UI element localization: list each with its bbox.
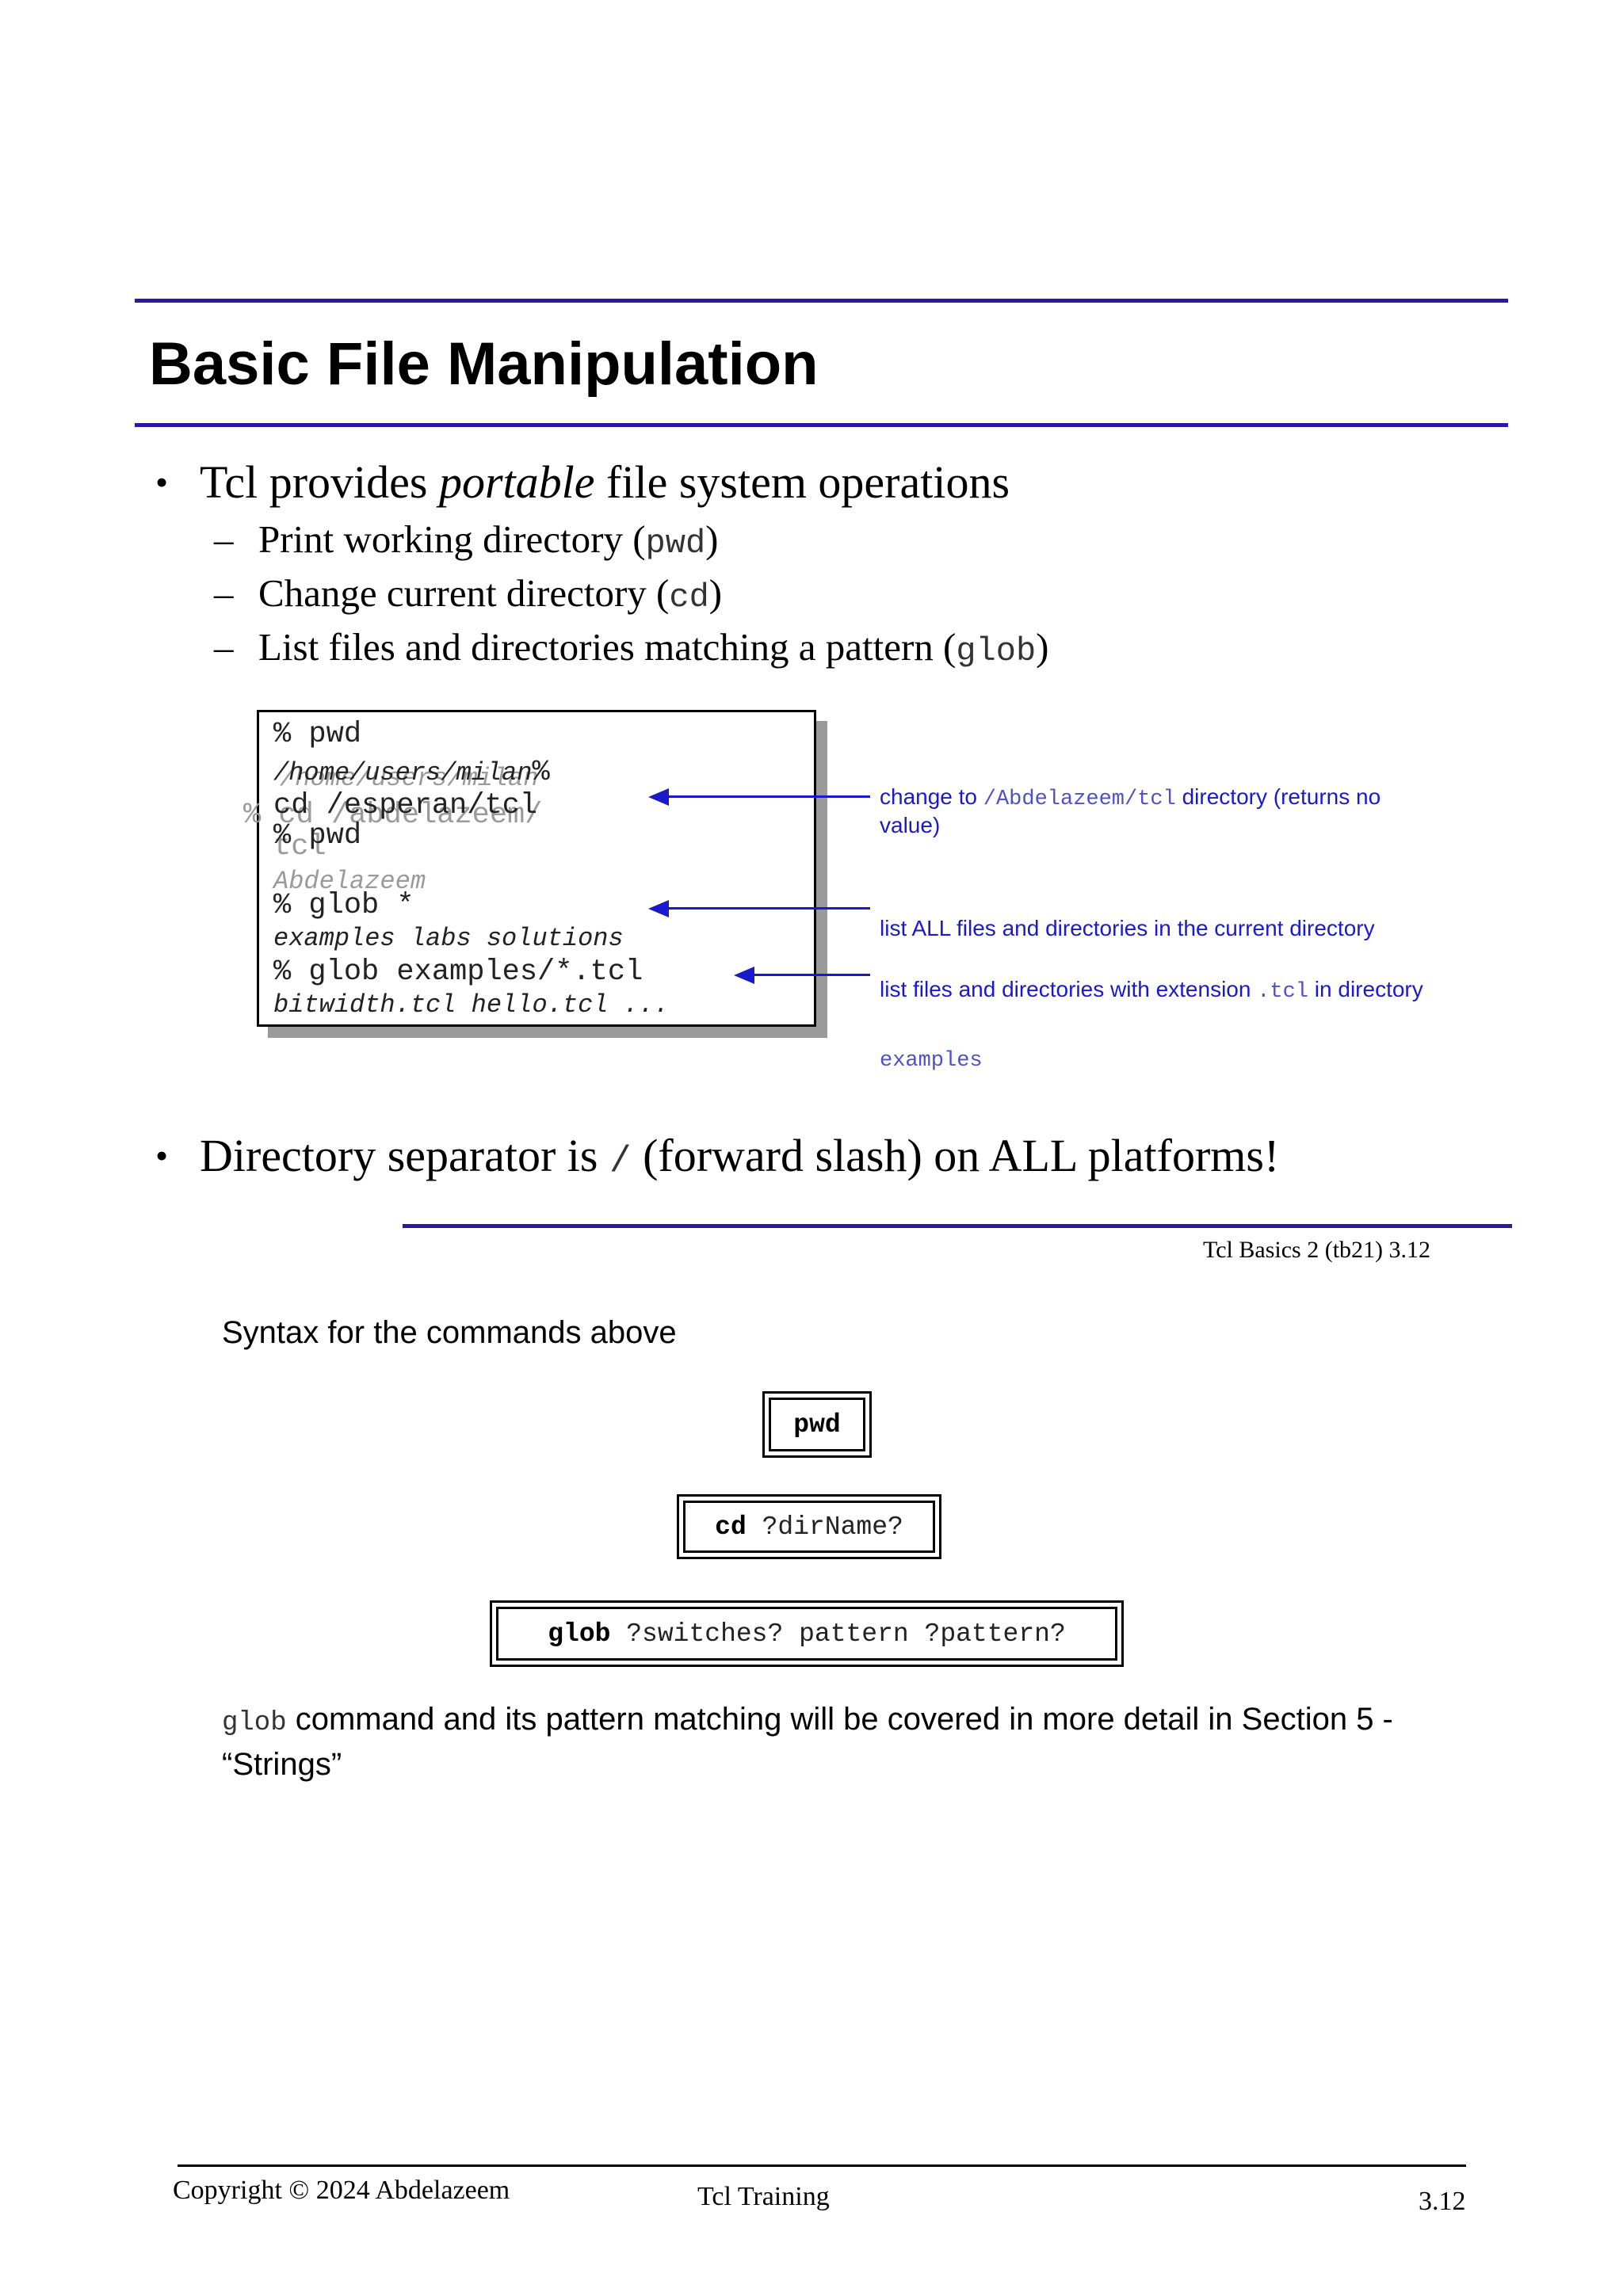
bullet-marker: • — [155, 1135, 169, 1176]
glob-note-code: glob — [222, 1708, 287, 1738]
console-ghost-line: % cd /abdelazeem/ — [243, 799, 543, 832]
sub-marker: – — [214, 625, 234, 669]
sub-bullet-text: List files and directories matching a pa… — [258, 625, 957, 669]
console-command: cd /esperan/tcl — [273, 789, 538, 822]
footer-page: 3.12 — [1419, 2187, 1466, 2216]
sub-bullet-close: ) — [1036, 625, 1049, 669]
annotation-arrow — [751, 974, 870, 976]
syntax-box-pwd: pwd — [762, 1391, 872, 1458]
console-ghost-line: Abdelazeem — [273, 867, 426, 896]
note-code: .tcl — [1257, 980, 1309, 1004]
syntax-heading: Syntax for the commands above — [222, 1315, 677, 1350]
console-command: % glob * — [273, 889, 414, 922]
title-bottom-rule — [135, 423, 1508, 427]
annotation-glob-tcl: list files and directories with extensio… — [880, 975, 1423, 1006]
footer-center: Tcl Training — [697, 2182, 830, 2211]
bullet-emphasis: portable — [438, 456, 595, 508]
syntax-keyword: cd — [715, 1512, 747, 1542]
arrowhead-icon — [648, 900, 669, 917]
arrowhead-icon — [734, 967, 754, 984]
bullet-text-tail: (forward slash) on ALL platforms! — [631, 1130, 1280, 1181]
note-text: list files and directories with extensio… — [880, 977, 1258, 1001]
note-code: /Abdelazeem/tcl — [983, 788, 1176, 811]
bullet-text: Directory separator is — [200, 1130, 609, 1181]
annotation-glob-all: list ALL files and directories in the cu… — [880, 916, 1375, 940]
inline-code: / — [609, 1141, 632, 1182]
page-title: Basic File Manipulation — [149, 330, 819, 398]
sub-marker: – — [214, 517, 234, 561]
syntax-keyword: pwd — [793, 1409, 841, 1440]
console-output: bitwidth.tcl hello.tcl ... — [273, 990, 670, 1020]
syntax-args: ?dirName? — [746, 1512, 903, 1542]
slide-label: Tcl Basics 2 (tb21) 3.12 — [1203, 1237, 1431, 1263]
bullet-portable-ops: Tcl provides portable file system operat… — [200, 455, 1010, 510]
inline-code: cd — [669, 578, 709, 616]
console-output: examples labs solutions — [273, 924, 624, 953]
note-text: change to — [880, 784, 983, 809]
annotation-arrow — [666, 795, 870, 798]
note-text: directory (returns no — [1175, 784, 1381, 809]
sub-bullet-glob: List files and directories matching a pa… — [258, 623, 1048, 676]
bullet-text: Tcl provides — [200, 456, 439, 508]
bullet-text-tail: file system operations — [594, 456, 1010, 508]
annotation-cd-line2: value) — [880, 813, 941, 837]
console-ghost-line: tcl — [273, 830, 327, 864]
syntax-keyword: glob — [548, 1619, 611, 1649]
syntax-box-cd: cd ?dirName? — [677, 1494, 941, 1559]
console-command: % pwd — [273, 718, 362, 751]
sub-bullet-text: Print working directory ( — [258, 517, 646, 561]
inline-code: pwd — [645, 524, 706, 563]
note-code: examples — [880, 1049, 983, 1073]
footer-rule — [178, 2164, 1466, 2167]
console-command: % pwd — [273, 819, 362, 852]
annotation-cd: change to /Abdelazeem/tcl directory (ret… — [880, 783, 1381, 814]
annotation-arrow — [666, 907, 870, 910]
console-output-text: /home/users/milan — [273, 758, 533, 788]
syntax-args: ?switches? pattern ?pattern? — [610, 1619, 1066, 1649]
title-top-rule — [135, 299, 1508, 303]
sub-bullet-cd: Change current directory (cd) — [258, 569, 722, 622]
inline-code: glob — [956, 632, 1037, 670]
sub-bullet-pwd: Print working directory (pwd) — [258, 515, 719, 568]
console-box: /home/users/milan % cd /abdelazeem/ tcl … — [243, 710, 816, 1027]
sub-bullet-close: ) — [705, 517, 719, 561]
console-ghost-line: /home/users/milan — [280, 764, 539, 793]
sub-bullet-text: Change current directory ( — [258, 571, 670, 615]
console-prompt: % — [532, 756, 550, 789]
console-command: % glob examples/*.tcl — [273, 955, 643, 989]
syntax-box-glob: glob ?switches? pattern ?pattern? — [490, 1600, 1124, 1667]
footer-copyright: Copyright © 2024 Abdelazeem — [173, 2176, 510, 2205]
sub-marker: – — [214, 571, 234, 615]
bullet-separator: Directory separator is / (forward slash)… — [200, 1128, 1279, 1189]
glob-note-text: command and its pattern matching will be… — [222, 1702, 1393, 1782]
console-output: /home/users/milan% — [273, 755, 550, 790]
arrowhead-icon — [648, 788, 669, 806]
annotation-glob-tcl-line2: examples — [880, 1044, 983, 1075]
note-text: in directory — [1308, 977, 1423, 1001]
glob-note: glob command and its pattern matching wi… — [222, 1699, 1458, 1785]
sub-bullet-close: ) — [708, 571, 723, 615]
slide-bottom-rule — [403, 1224, 1512, 1228]
bullet-marker: • — [155, 462, 169, 502]
